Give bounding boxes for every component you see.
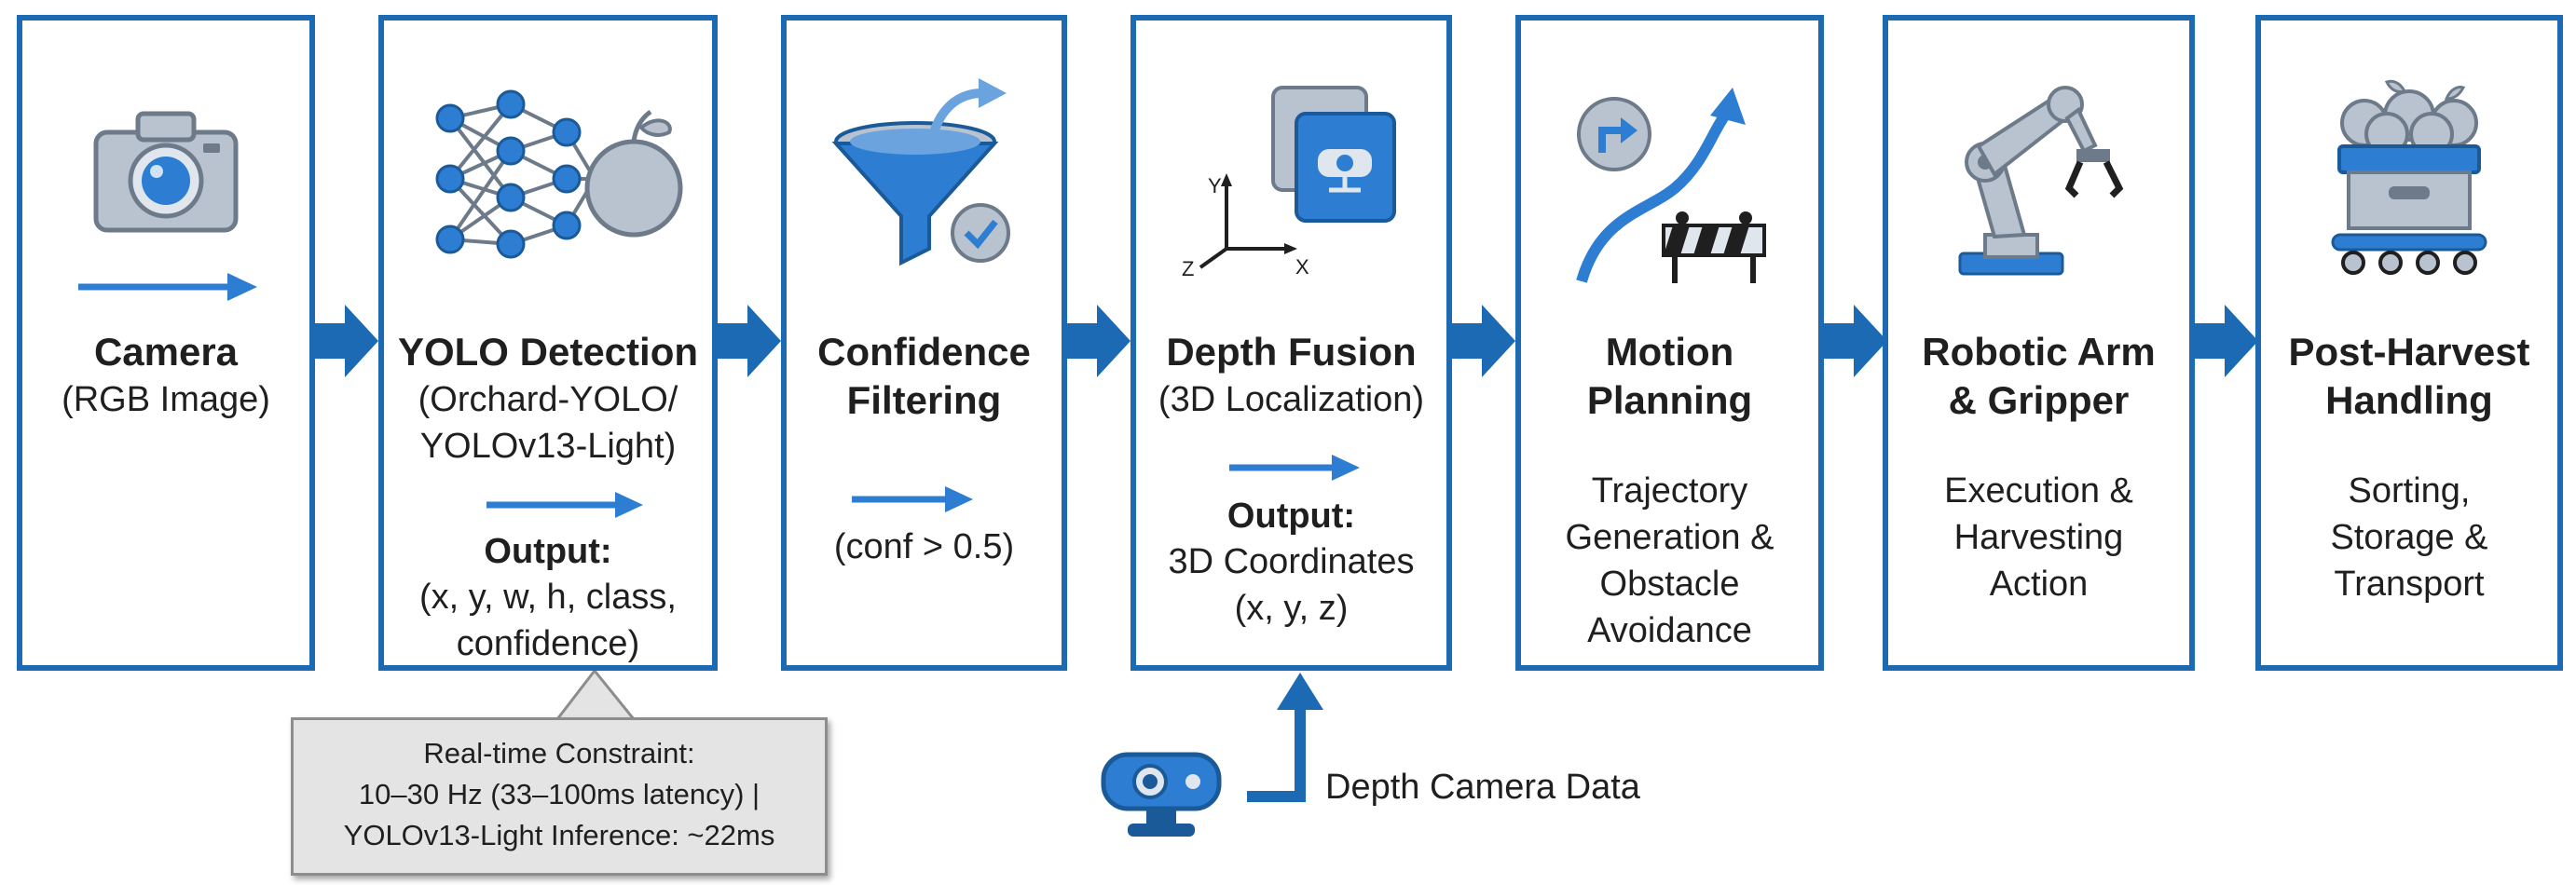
stage-arrow (78, 273, 257, 301)
svg-text:Y: Y (1208, 174, 1222, 197)
flow-arrow-3 (1065, 305, 1130, 377)
stage-camera: Camera (RGB Image) (17, 15, 315, 671)
stage-description: Sorting, (2348, 471, 2471, 511)
stage-description: Execution & (1944, 471, 2133, 511)
stage-title: YOLO Detection (397, 330, 699, 374)
robotic-arm-icon (1958, 86, 2123, 276)
path-planning-barrier-icon (1575, 88, 1766, 283)
flow-arrow-5 (1822, 305, 1887, 377)
note-line: Real-time Constraint: (423, 737, 695, 769)
stage-description: Avoidance (1587, 611, 1752, 650)
stage-subtitle: YOLOv13-Light) (419, 427, 677, 466)
stage-title: Filtering (846, 378, 1002, 422)
depth-camera-label: Depth Camera Data (1325, 768, 1640, 807)
depth-input-arrowhead (1277, 673, 1323, 710)
depth-input-arrow (1247, 708, 1306, 802)
stage-robotic-arm: Robotic Arm & Gripper Execution & Harves… (1883, 15, 2195, 671)
stage-description: Generation & (1565, 518, 1774, 557)
note-line: YOLOv13-Light Inference: ~22ms (343, 819, 775, 851)
stage-title: Planning (1586, 378, 1753, 422)
stage-arrow (486, 492, 643, 518)
flow-arrow-4 (1450, 305, 1515, 377)
output-value: (x, y, z) (1234, 589, 1349, 628)
stage-title: Motion (1605, 330, 1734, 374)
realtime-constraint-note: Real-time Constraint: 10–30 Hz (33–100ms… (291, 717, 828, 876)
svg-text:Z: Z (1182, 257, 1194, 280)
neural-network-apple-icon (435, 89, 683, 259)
stage-title: Handling (2325, 378, 2493, 422)
stage-title: Post-Harvest (2288, 330, 2530, 374)
stage-motion-planning: Motion Planning Trajectory Generation & … (1515, 15, 1824, 671)
note-line: 10–30 Hz (33–100ms latency) | (358, 778, 760, 810)
stage-subtitle: (RGB Image) (62, 380, 270, 419)
stage-arrow (852, 486, 973, 512)
output-value: confidence) (456, 624, 640, 663)
stage-description: Storage & (2330, 518, 2488, 557)
output-value: (x, y, w, h, class, (419, 578, 677, 617)
camera-icon (93, 111, 239, 233)
stage-title: Depth Fusion (1166, 330, 1417, 374)
stage-description: Transport (2334, 565, 2485, 604)
svg-text:X: X (1295, 255, 1309, 279)
output-label: Output: (1226, 497, 1356, 536)
stage-title: Robotic Arm (1922, 330, 2156, 374)
stage-subtitle: (Orchard-YOLO/ (418, 380, 678, 419)
depth-camera-icon (1101, 752, 1222, 837)
stage-post-harvest: Post-Harvest Handling Sorting, Storage &… (2255, 15, 2563, 671)
stage-confidence-filtering: Confidence Filtering (conf > 0.5) (781, 15, 1067, 671)
flow-arrow-2 (716, 305, 781, 377)
stage-arrow (1229, 455, 1360, 481)
stage-description: Obstacle (1599, 565, 1740, 604)
funnel-filter-icon (831, 78, 1010, 266)
3d-axes-camera-icon: Y X Z (1182, 86, 1396, 280)
stage-title: Confidence (817, 330, 1031, 374)
fruit-crate-conveyor-icon (2331, 79, 2487, 275)
stage-yolo-detection: YOLO Detection (Orchard-YOLO/ YOLOv13-Li… (378, 15, 718, 671)
stage-subtitle: (conf > 0.5) (833, 527, 1015, 566)
stage-title: & Gripper (1948, 378, 2130, 422)
stage-description: Action (1989, 565, 2089, 604)
stage-description: Trajectory (1591, 471, 1748, 511)
flow-arrow-1 (313, 305, 378, 377)
output-label: Output: (484, 532, 612, 571)
stage-depth-fusion: Y X Z Depth Fusion (3D Localization) Out… (1130, 15, 1452, 671)
note-pointer (554, 668, 637, 721)
output-value: 3D Coordinates (1168, 542, 1415, 581)
stage-description: Harvesting (1953, 518, 2124, 557)
stage-title: Camera (93, 330, 239, 374)
stage-subtitle: (3D Localization) (1158, 380, 1425, 419)
flow-arrow-6 (2193, 305, 2258, 377)
